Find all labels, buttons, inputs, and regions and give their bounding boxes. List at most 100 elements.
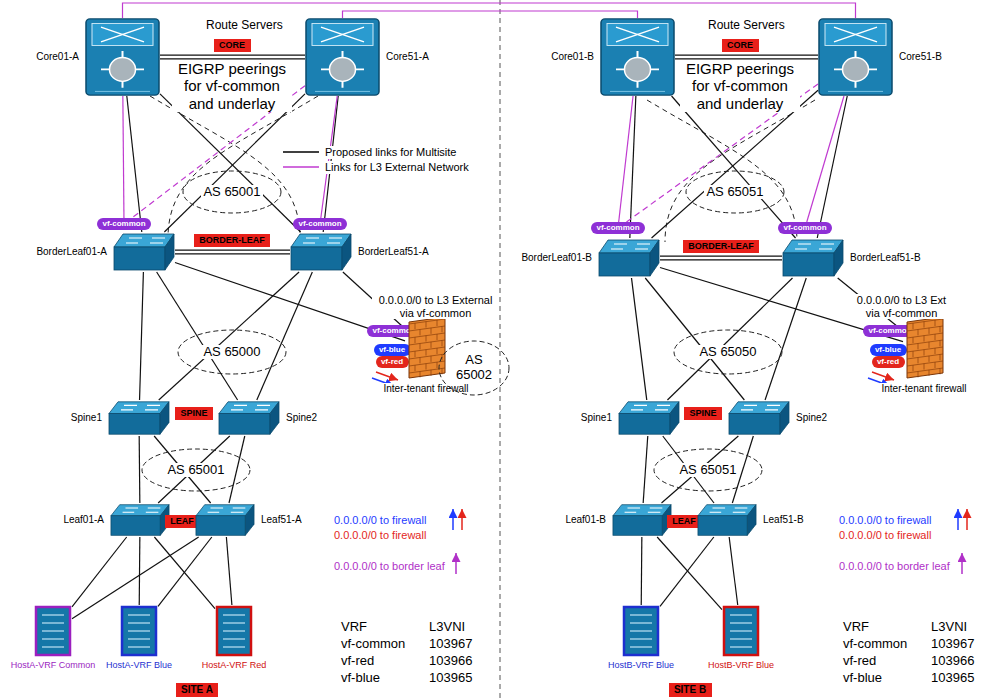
note-label: 0.0.0.0/0 to firewall	[333, 514, 427, 527]
network-switch: Spine1	[108, 400, 170, 436]
network-link	[652, 90, 818, 238]
sw-icon	[697, 503, 757, 537]
legend-line-sample	[283, 148, 321, 156]
network-link	[226, 537, 232, 605]
network-link	[619, 96, 633, 222]
link-line	[343, 11, 638, 18]
network-link	[160, 55, 305, 59]
network-link	[123, 3, 856, 18]
node-label: BorderLeaf01-A	[35, 246, 108, 258]
note-label: 103965	[428, 671, 473, 686]
link-line	[643, 436, 648, 503]
sw-icon	[108, 400, 170, 436]
network-link	[257, 272, 313, 400]
note-label: vf-common	[340, 637, 406, 652]
legend-text: Links for L3 External Network	[325, 161, 469, 174]
note-label: 103966	[930, 654, 975, 669]
node-label: AS 65001	[165, 463, 226, 478]
route-arrow	[452, 509, 454, 530]
network-switch: Leaf51-A	[195, 503, 255, 537]
site-divider	[500, 0, 501, 700]
network-link	[140, 272, 144, 400]
link-line	[154, 537, 215, 609]
sw-icon	[618, 400, 680, 436]
node-label: Leaf51-A	[260, 514, 303, 526]
node-label: Core01-A	[35, 51, 80, 63]
link-line	[139, 537, 141, 605]
link-line	[139, 436, 141, 503]
node-label: vf-common	[783, 223, 826, 232]
network-switch: Spine1	[618, 400, 680, 436]
note-label: vf-common	[842, 637, 908, 652]
vrf-tag: vf-red	[872, 356, 905, 368]
link-line	[765, 278, 806, 400]
network-link	[675, 55, 818, 59]
sw-icon	[218, 400, 280, 436]
node-label: LEAF	[672, 516, 696, 526]
network-link	[672, 96, 796, 238]
node-label: vf-blue	[379, 345, 405, 354]
node-label: Leaf51-B	[762, 514, 805, 526]
node-label: AS 65002	[452, 353, 496, 383]
node-label: vf-common	[596, 223, 639, 232]
network-link	[158, 436, 230, 503]
network-link	[667, 278, 792, 400]
link-line	[675, 55, 818, 56]
node-label: AS 65051	[677, 463, 738, 478]
network-link	[641, 537, 643, 605]
vrf-tag: vf-red	[376, 356, 409, 368]
link-line	[160, 55, 305, 56]
link-line	[660, 256, 782, 257]
link-line	[672, 96, 796, 238]
note-label: 0.0.0.0/0 to border leaf	[333, 560, 446, 573]
sw-icon	[290, 232, 352, 272]
core-icon	[600, 18, 675, 96]
legend-text: Proposed links for Multisite	[325, 146, 456, 159]
link-line	[123, 96, 124, 218]
role-band: BORDER-LEAF	[683, 240, 759, 253]
link-line	[159, 272, 299, 400]
link-line	[729, 537, 738, 605]
node-label: Inter-tenant firewall	[382, 383, 469, 395]
network-link	[632, 278, 647, 400]
link-line	[127, 96, 142, 232]
link-line	[158, 436, 230, 503]
core-icon	[818, 18, 893, 96]
sw-icon	[113, 232, 175, 272]
note-label: Route Servers	[205, 19, 284, 33]
sw-icon	[598, 238, 660, 278]
as-ellipse: AS 65051	[685, 170, 785, 214]
network-switch: Spine2	[728, 400, 790, 436]
network-link	[643, 436, 648, 503]
core-switch: Core51-B	[818, 18, 893, 96]
vrf-tag: vf-common	[778, 222, 832, 234]
vrf-tag: vf-common	[97, 218, 151, 230]
note-label: vf-red	[340, 654, 375, 669]
link-line	[175, 250, 290, 251]
note-label: Route Servers	[707, 19, 786, 33]
role-band: SITE B	[669, 683, 712, 697]
note-label: 0.0.0.0/0 to border leaf	[838, 560, 951, 573]
node-label: AS 65001	[201, 185, 262, 200]
core-switch: Core01-A	[85, 18, 160, 96]
network-link	[123, 96, 124, 218]
network-switch: BorderLeaf01-A	[113, 232, 175, 272]
network-link	[660, 256, 782, 260]
table-header: VRF	[340, 620, 368, 635]
network-link	[662, 436, 739, 503]
node-label: vf-blue	[875, 345, 901, 354]
node-label: Inter-tenant firewall	[880, 383, 967, 395]
route-arrow	[966, 509, 968, 530]
node-label: BorderLeaf51-B	[849, 252, 922, 264]
traffic-arrow	[872, 372, 894, 380]
node-label: vf-common	[102, 219, 145, 228]
core-icon	[305, 18, 380, 96]
note-label: vf-red	[842, 654, 877, 669]
link-line	[157, 272, 238, 400]
note-label: EIGRP peerings for vf-common and underla…	[172, 60, 292, 112]
node-label: vf-common	[298, 219, 341, 228]
network-switch: BorderLeaf51-A	[290, 232, 352, 272]
link-line	[660, 259, 782, 260]
vrf-tag: vf-common	[293, 218, 347, 230]
